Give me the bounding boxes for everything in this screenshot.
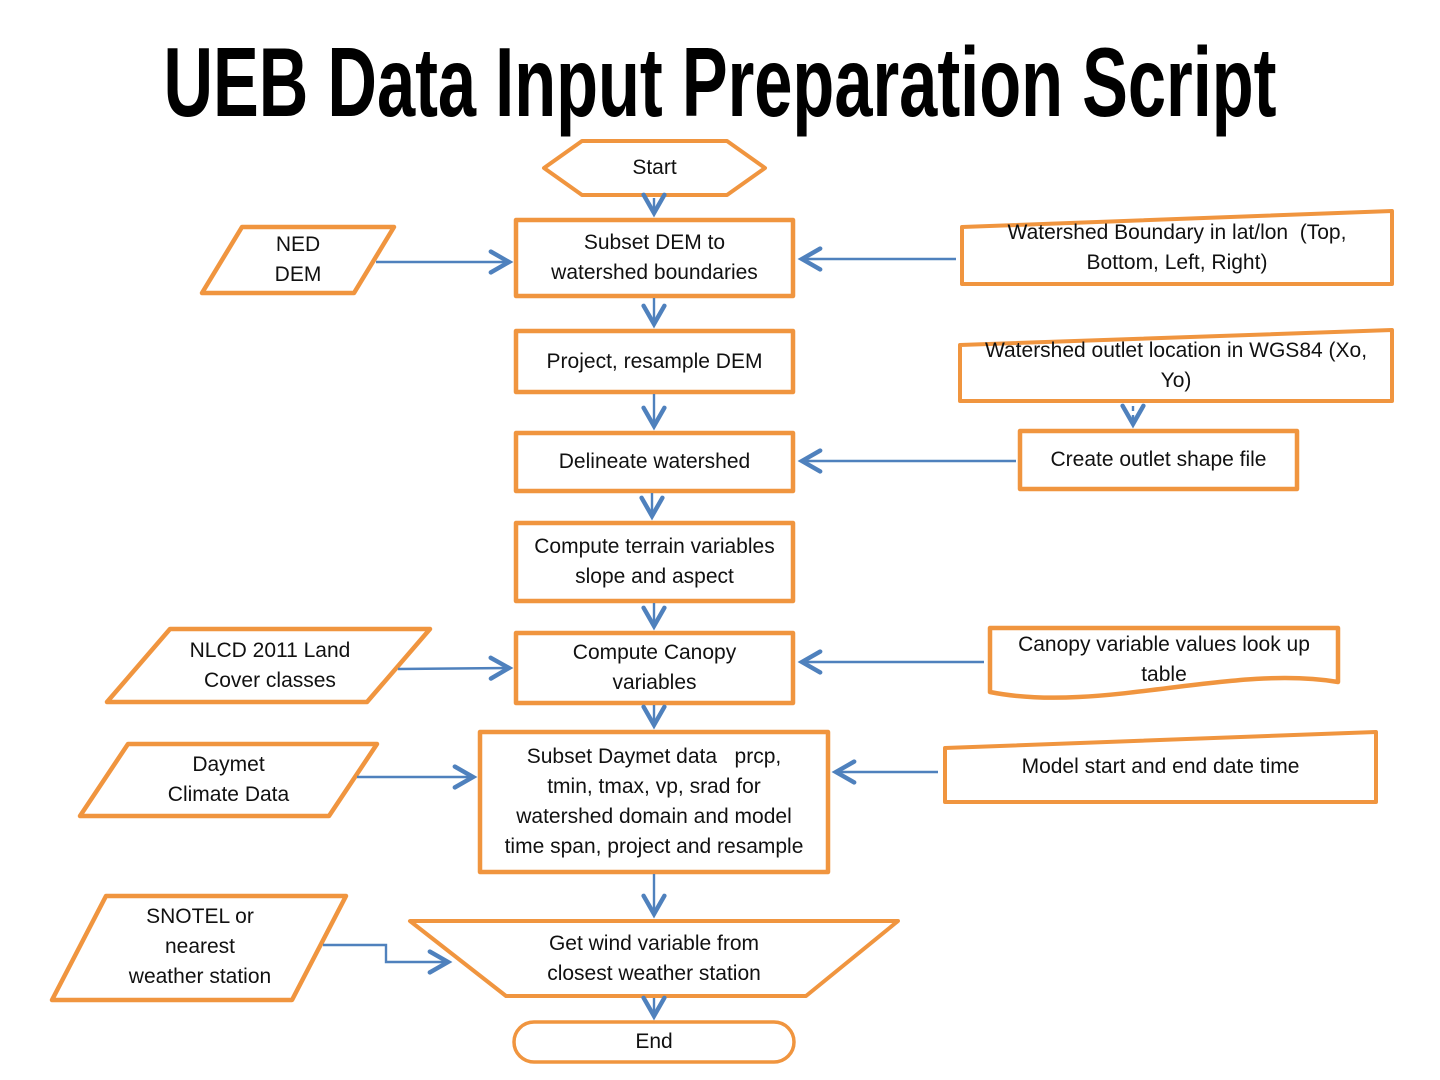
create-outlet-node-label: Create outlet shape file bbox=[1050, 448, 1267, 471]
project-resample-node-shape bbox=[513, 328, 796, 395]
page-title: UEB Data Input Preparation Script bbox=[0, 26, 1440, 138]
arrow-nlcd-to-canopy bbox=[397, 655, 514, 681]
daymet-node-shape bbox=[77, 741, 380, 819]
end-node-label: End bbox=[635, 1030, 673, 1053]
start-node-shape bbox=[542, 139, 767, 197]
arrow-snotel-to-wind bbox=[323, 943, 453, 975]
terrain-node-label: Compute terrain variables slope and aspe… bbox=[534, 535, 775, 588]
wind-node-shape bbox=[408, 919, 900, 998]
canopy-table-node-label: Canopy variable values look up table bbox=[1018, 633, 1310, 686]
wind-node-label: Get wind variable from closest weather s… bbox=[547, 932, 761, 985]
nlcd-node-label: NLCD 2011 Land Cover classes bbox=[189, 638, 351, 692]
model-dates-node-label: Model start and end date time bbox=[1021, 755, 1300, 778]
delineate-node-label: Delineate watershed bbox=[558, 450, 751, 473]
ned-dem-node-label: NED DEM bbox=[274, 233, 322, 286]
watershed-outlet-node-shape bbox=[958, 328, 1394, 403]
watershed-boundary-node-shape bbox=[960, 209, 1394, 286]
snotel-node-shape bbox=[49, 893, 349, 1003]
end-node-shape bbox=[512, 1020, 796, 1064]
canopy-node-shape bbox=[513, 630, 796, 706]
ned-dem-node-shape bbox=[199, 224, 397, 296]
subset-dem-node-shape bbox=[513, 217, 796, 299]
canopy-node-label: Compute Canopy variables bbox=[572, 641, 737, 694]
snotel-node-label: SNOTEL or nearest weather station bbox=[128, 905, 272, 988]
subset-daymet-node-label: Subset Daymet data prcp, tmin, tmax, vp,… bbox=[504, 745, 804, 858]
model-dates-node-shape bbox=[943, 730, 1378, 804]
create-outlet-node-shape bbox=[1017, 428, 1300, 492]
delineate-node-shape bbox=[513, 430, 796, 494]
watershed-boundary-node-label: Watershed Boundary in lat/lon (Top, Bott… bbox=[1007, 221, 1347, 274]
page-title-text: UEB Data Input Preparation Script bbox=[163, 26, 1277, 137]
start-node-label: Start bbox=[632, 156, 677, 179]
subset-daymet-node-shape bbox=[477, 729, 831, 875]
daymet-node-label: Daymet Climate Data bbox=[167, 753, 290, 806]
terrain-node-shape bbox=[513, 520, 796, 604]
nlcd-node-shape bbox=[104, 626, 433, 705]
project-resample-node-label: Project, resample DEM bbox=[546, 349, 763, 373]
subset-dem-node-label: Subset DEM to watershed boundaries bbox=[551, 231, 758, 284]
watershed-outlet-node-label: Watershed outlet location in WGS84 (Xo, … bbox=[984, 339, 1368, 392]
canopy-table-node-shape bbox=[987, 625, 1341, 700]
